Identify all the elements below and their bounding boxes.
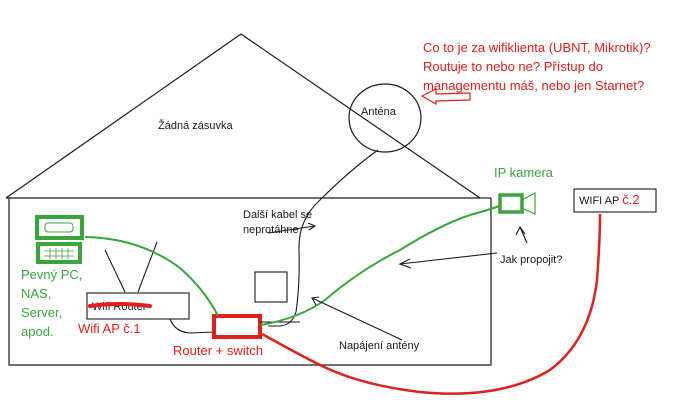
power-box: [254, 271, 288, 303]
pc-monitor-icon: [35, 215, 84, 240]
arrow-to-camera-cable-head: [398, 258, 412, 269]
router-antenna-right: [137, 241, 158, 293]
pc-label-line-1: Pevný PC,: [21, 267, 82, 282]
question-line-3: managementu máš, nebo jen Starnet?: [423, 78, 644, 93]
camera-body: [498, 193, 524, 214]
cable-note-line-1: Další kabel se: [243, 209, 312, 221]
cable-note-line-2: neprotáhne: [243, 224, 299, 236]
arrow-antenna-power: [311, 297, 403, 341]
router-strikethrough: [88, 302, 152, 308]
arrow-to-camera: [519, 226, 528, 244]
pc-to-router-cable: [84, 236, 219, 317]
question-line-1: Co to je za wifiklienta (UBNT, Mikrotik)…: [423, 40, 651, 55]
wifi-ap2-label-red: č.2: [622, 192, 639, 207]
ip-camera-label: IP kamera: [494, 165, 554, 180]
wifi-router: Wifi Router: [86, 241, 190, 320]
wifi-ap2-label-black: WIFI AP: [579, 195, 622, 207]
arrow-cable-note: [267, 225, 316, 234]
annotation-arrows: [267, 222, 528, 341]
no-socket-label: Žádná zásuvka: [158, 119, 233, 132]
pc-label: Pevný PC, NAS, Server, apod.: [21, 267, 82, 339]
antenna-power-label: Napájení antény: [339, 340, 420, 352]
arrow-to-camera-cable: [399, 252, 498, 265]
pc-screen-inner: [44, 222, 74, 233]
camera-lens: [521, 191, 536, 215]
pc-label-line-2: NAS,: [21, 286, 51, 301]
pc-label-line-3: Server,: [21, 305, 62, 320]
arrow-to-camera-head: [515, 225, 526, 236]
router-to-camera-cable: [260, 205, 501, 326]
router-to-switch-cable: [169, 318, 215, 334]
pc-keyboard-icon: [36, 242, 82, 264]
arrow-antenna-power-head: [311, 296, 320, 306]
question-arrow: [420, 88, 471, 106]
question-text: Co to je za wifiklienta (UBNT, Mikrotik)…: [423, 40, 651, 93]
router-switch-box: [212, 314, 262, 339]
antenna-label: Anténa: [361, 106, 397, 118]
antenna-ellipse: [348, 83, 422, 153]
question-line-2: Routuje to nebo ne? Přístup do: [423, 59, 603, 74]
roof-line: [5, 33, 481, 199]
house-outline: [5, 33, 492, 366]
router-switch-label: Router + switch: [173, 343, 263, 358]
antenna-cable: [268, 149, 379, 327]
pc-keyboard-keys: [44, 248, 74, 259]
pc-label-line-4: apod.: [21, 324, 54, 339]
pc-icon: [35, 215, 84, 264]
how-connect-label: Jak propojit?: [500, 254, 562, 266]
ip-camera-icon: [498, 191, 536, 215]
wifi-ap2-box: [573, 188, 657, 213]
arrow-cable-note-head: [307, 222, 317, 231]
wifi-ap1-label: Wifi AP č.1: [78, 321, 141, 336]
wifi-ap2-label: WIFI AP č.2: [579, 192, 640, 207]
house-walls: [8, 198, 492, 366]
switch-to-ap2-cable: [261, 213, 602, 395]
router-antenna-left: [104, 249, 126, 293]
